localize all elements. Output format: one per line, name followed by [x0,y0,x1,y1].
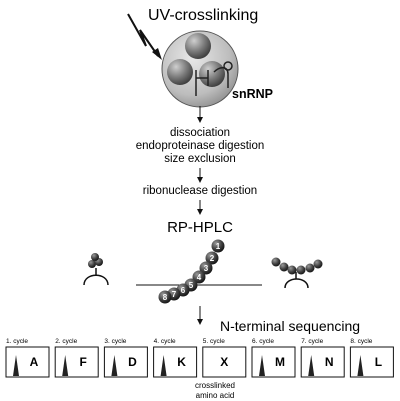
peptide-bead-number: 4 [197,273,202,282]
peptide-bead-number: 8 [163,293,168,302]
peptide-bead-number: 1 [216,242,221,251]
rna-arc [284,278,309,289]
cycle-residue: A [30,355,39,369]
peptide-bead-number: 6 [181,286,186,295]
cycle-label: 1. cycle [6,338,28,345]
cycle-label: 8. cycle [350,338,372,345]
cycle-label: 2. cycle [55,338,77,345]
cycle-box [5,346,50,378]
amino-bead [296,265,306,275]
chromatogram-peak [357,355,364,376]
peptide-bead-number: 5 [189,281,194,290]
step-size-exclusion: size exclusion [164,153,236,165]
crosslinked-note-line2: amino acid [196,391,235,400]
peptide-bead-circle [199,261,213,275]
cycle-box [54,346,99,378]
chromatogram-peak [13,355,19,376]
cycle-residue: F [80,355,87,369]
step-dissociation: dissociation [170,127,230,139]
cycle-residue: M [275,355,285,369]
right-fragment [271,257,323,289]
cycle-residue: X [220,355,228,369]
cycle-residue: N [325,355,334,369]
peptide-bead-circle [192,270,206,284]
cycle-label: 4. cycle [154,338,176,345]
chromatogram-peak [62,355,69,376]
chromatogram-peak [259,355,265,376]
cycle-residue: K [177,355,186,369]
cycle-label: 7. cycle [301,338,323,345]
amino-bead [271,257,281,267]
step-digestion: endoproteinase digestion [136,140,265,152]
peptide-bead-circle [158,290,172,304]
amino-bead [313,259,323,269]
amino-bead [287,265,297,275]
step-sequencing: N-terminal sequencing [220,318,360,334]
cycle-label: 5. cycle [203,338,225,345]
rna-loop [223,61,233,71]
step-ribonuclease: ribonuclease digestion [143,185,257,197]
cycle-box [349,346,394,378]
rna-arc [83,274,109,286]
protein-sphere [185,33,211,59]
amino-bead [305,263,315,273]
chromatogram-peak [111,355,118,376]
peptide-bead-number: 2 [210,254,215,263]
peptide-bead-number: 7 [172,290,177,299]
chromatogram-peak [160,355,167,376]
peptide-bead: 2 [205,251,219,265]
cycle-box [153,346,198,378]
cycle-label: 6. cycle [252,338,274,345]
cycle-box [202,346,247,378]
amino-bead [279,262,289,272]
cycle-label: 3. cycle [104,338,126,345]
peptide-bead-circle [205,251,219,265]
peptide-bead: 4 [192,270,206,284]
cycle-box [251,346,296,378]
step-hplc: RP-HPLC [167,219,233,236]
crosslinked-note-line1: crosslinked [195,381,235,390]
cycle-box [300,346,345,378]
protein-sphere [167,59,193,85]
uv-lightning-icon [127,13,159,57]
cycle-residue: L [375,355,382,369]
left-fragment [83,253,109,286]
chromatogram-peak [308,355,315,376]
title-text: UV-crosslinking [148,7,258,24]
peptide-bead: 8 [158,290,172,304]
amino-bead [88,260,96,268]
protein-sphere [199,61,225,87]
peptide-bead: 3 [199,261,213,275]
snrnp-particle [161,30,239,108]
rna-strand [195,67,229,96]
peptide-bead-number: 3 [204,264,209,273]
cycle-box [103,346,148,378]
peptide-bead-circle [211,239,225,253]
cycle-residue: D [128,355,137,369]
amino-bead [91,253,99,261]
uv-arrow-head-icon [152,48,162,60]
snrnp-label: snRNP [232,87,273,101]
peptide-bead: 1 [211,239,225,253]
